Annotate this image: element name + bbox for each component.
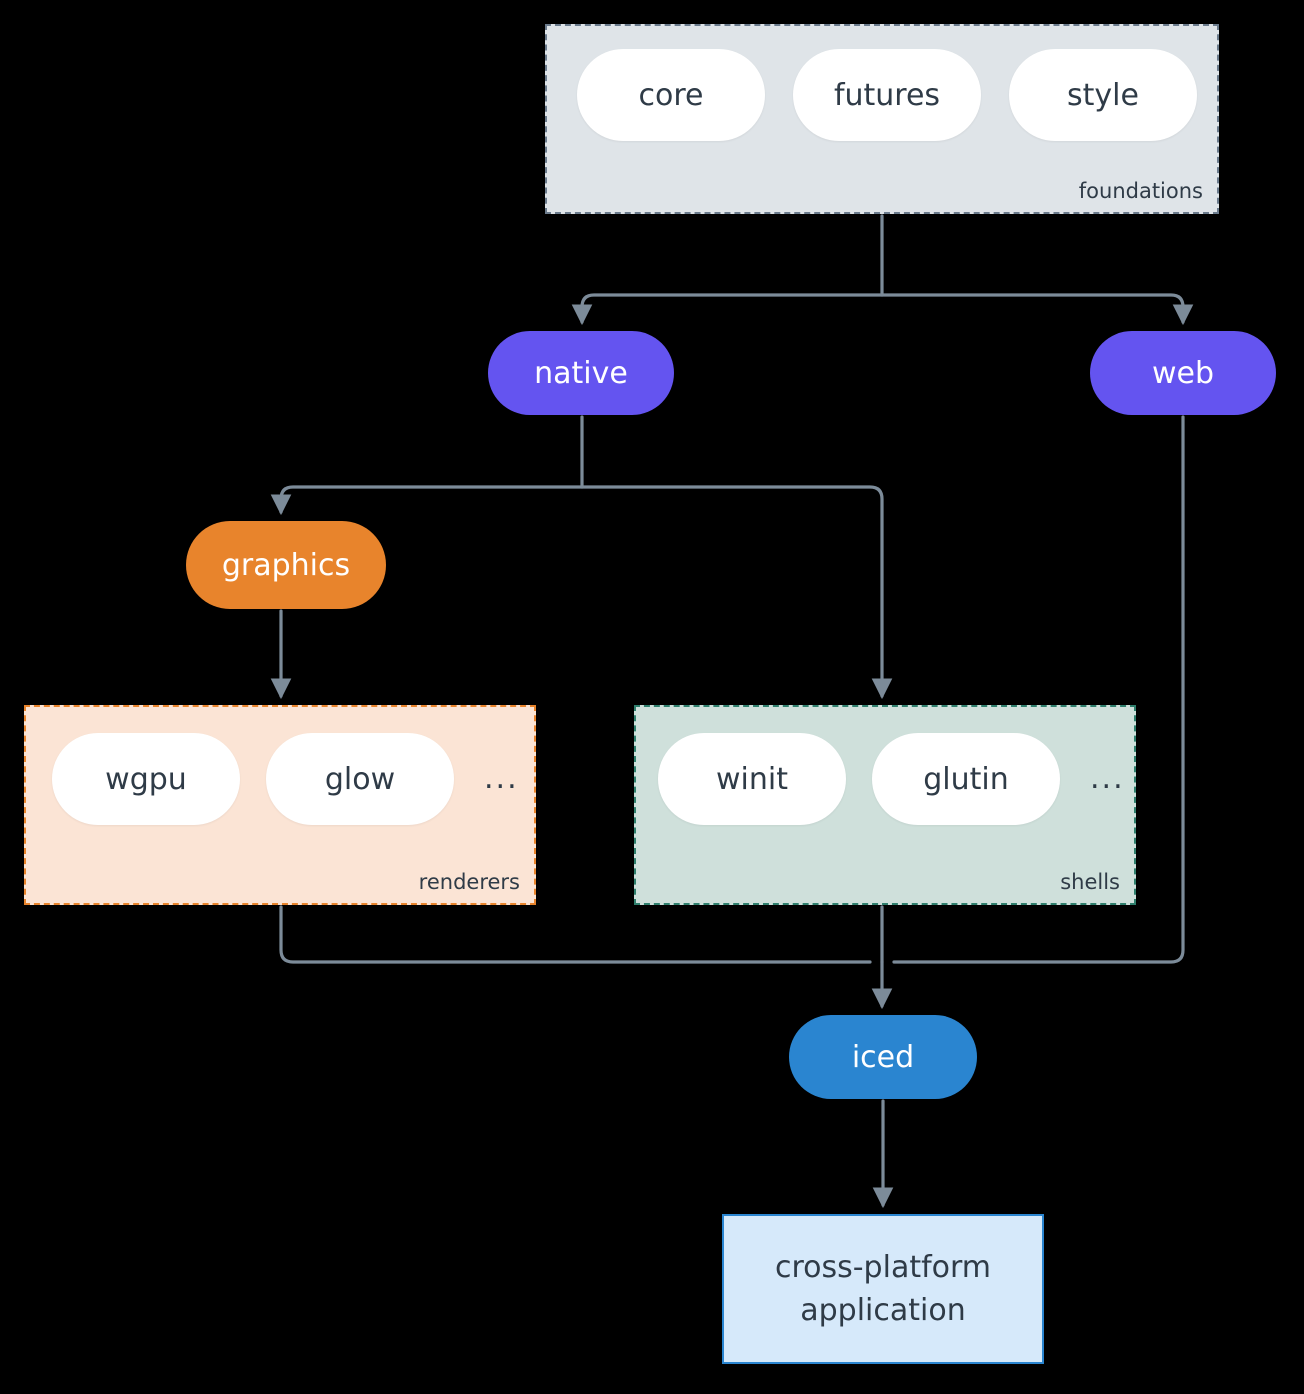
edge-native-graphics: [270, 485, 584, 516]
terminal-line-1: cross-platform: [774, 1249, 992, 1285]
module-wgpu[interactable]: wgpu: [52, 733, 240, 825]
module-futures[interactable]: futures: [793, 49, 981, 141]
module-style[interactable]: style: [1009, 49, 1197, 141]
shells-ellipsis: ...: [1090, 761, 1125, 796]
renderers-items: wgpu glow ...: [52, 733, 523, 825]
shells-items: winit glutin ...: [658, 733, 1129, 825]
renderers-ellipsis: ...: [484, 761, 519, 796]
group-foundations: core futures style foundations: [545, 24, 1219, 214]
module-core[interactable]: core: [577, 49, 765, 141]
group-label-renderers: renderers: [418, 870, 520, 894]
node-native[interactable]: native: [488, 331, 674, 415]
module-glutin[interactable]: glutin: [872, 733, 1060, 825]
group-renderers: wgpu glow ... renderers: [24, 705, 536, 905]
foundations-items: core futures style: [577, 49, 1197, 141]
edge-native-shells: [580, 485, 893, 700]
module-winit[interactable]: winit: [658, 733, 846, 825]
group-label-shells: shells: [1060, 870, 1120, 894]
module-glow[interactable]: glow: [266, 733, 454, 825]
edge-foundations-web: [880, 293, 1194, 326]
node-web[interactable]: web: [1090, 331, 1276, 415]
node-iced[interactable]: iced: [789, 1015, 977, 1099]
terminal-line-2: application: [800, 1293, 966, 1328]
edge-foundations-native: [571, 293, 884, 326]
node-cross-platform-application[interactable]: cross-platform application: [722, 1214, 1044, 1364]
group-shells: winit glutin ... shells: [634, 705, 1136, 905]
group-label-foundations: foundations: [1078, 179, 1203, 203]
node-graphics[interactable]: graphics: [186, 521, 386, 609]
edge-renderers-iced: [279, 905, 872, 964]
